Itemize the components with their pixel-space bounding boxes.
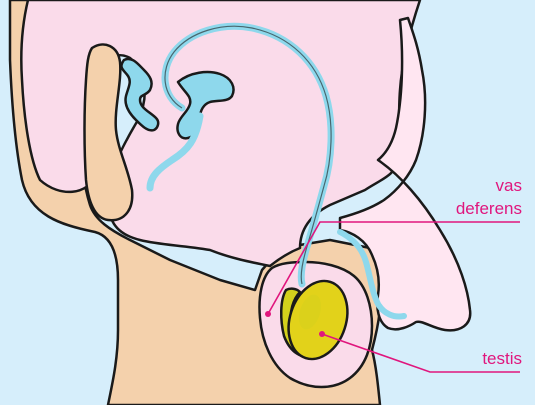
vas-deferens-label-line-2: deferens: [456, 199, 522, 218]
testis-leader-dot: [319, 331, 325, 337]
vas-deferens-label-line-1: vas: [496, 176, 522, 195]
testis-label: testis: [482, 349, 522, 368]
vas-deferens-leader-dot: [265, 311, 271, 317]
